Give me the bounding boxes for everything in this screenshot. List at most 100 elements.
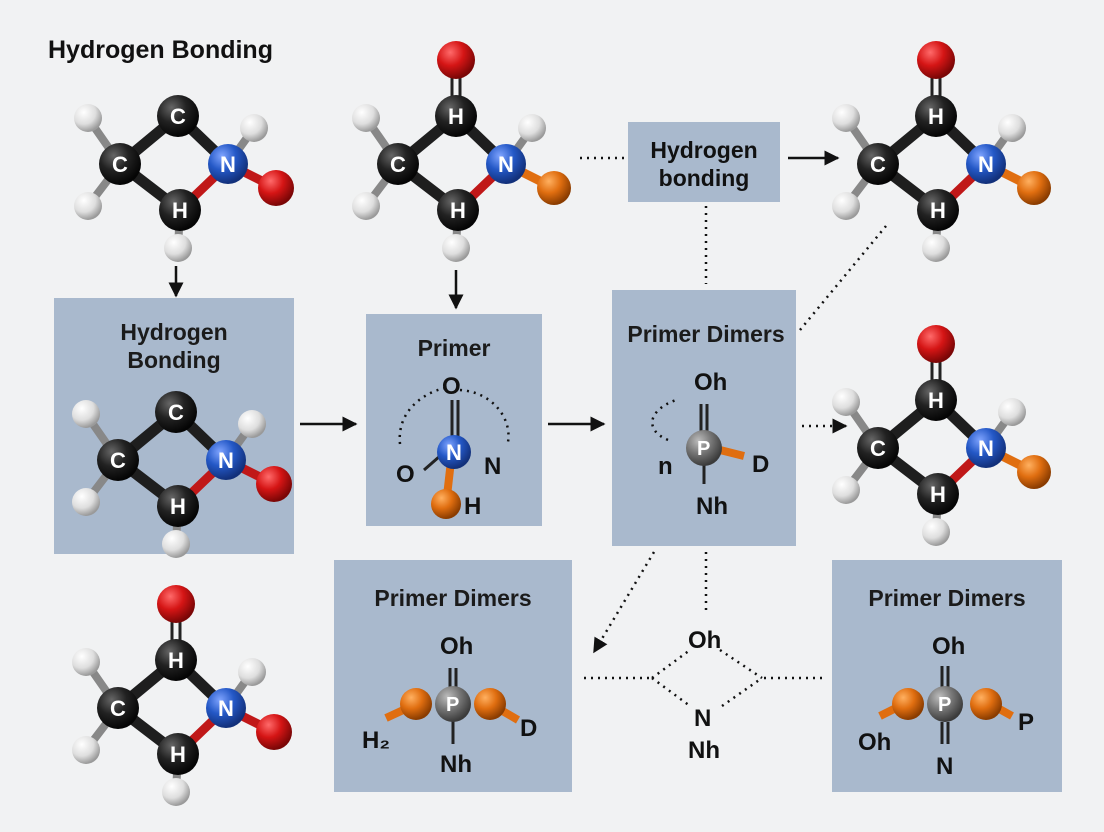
page-title: Hydrogen Bonding bbox=[48, 36, 273, 64]
nitrogen-atom-label: N bbox=[218, 696, 234, 721]
panel-dimers-bottom-right-title: Primer Dimers bbox=[868, 585, 1026, 611]
carbon-atom-label: C bbox=[110, 696, 126, 721]
dimer-bottom-left-structure bbox=[384, 668, 521, 744]
hydrogen-atom bbox=[922, 518, 950, 546]
panel-title-line1: Hydrogen bbox=[120, 319, 228, 345]
mid-n-label: N bbox=[694, 705, 712, 732]
panel-dimers-bottom-left-title: Primer Dimers bbox=[374, 585, 532, 611]
hydrogen-atom bbox=[998, 398, 1026, 426]
molecule-bottom-left: H C H N bbox=[72, 585, 292, 806]
hbond-box-line1: Hydrogen bbox=[650, 137, 758, 163]
hydrogen-center-atom-label: H bbox=[168, 648, 184, 673]
dimer-bl-p-label: P bbox=[446, 694, 460, 716]
primer-structure bbox=[423, 400, 471, 519]
hydrogen-center-atom bbox=[437, 189, 479, 231]
dimer-center-structure bbox=[686, 404, 745, 484]
hydrogen-atom bbox=[352, 104, 380, 132]
dimer-bl-left: H₂ bbox=[362, 727, 390, 754]
primer-top-o: O bbox=[442, 373, 461, 400]
hydrogen-atom bbox=[238, 410, 266, 438]
oxygen-atom bbox=[256, 714, 292, 750]
dimer-center-bottom: Nh bbox=[696, 493, 728, 520]
orange-atom bbox=[1017, 171, 1051, 205]
hydrogen-atom bbox=[352, 192, 380, 220]
nitrogen-atom bbox=[437, 435, 471, 469]
dimer-center-top: Oh bbox=[694, 369, 728, 396]
phosphorus-atom bbox=[435, 686, 471, 722]
oxygen-atom bbox=[917, 325, 955, 363]
hydrogen-center-atom bbox=[155, 639, 197, 681]
oxygen-atom bbox=[157, 585, 195, 623]
nitrogen-atom bbox=[966, 144, 1006, 184]
hydrogen-center-atom bbox=[159, 189, 201, 231]
hydrogen-center-atom bbox=[435, 95, 477, 137]
carbon-atom bbox=[155, 391, 197, 433]
dimer-bl-right: D bbox=[520, 715, 538, 742]
hydrogen-center-atom-label: H bbox=[450, 198, 466, 223]
phosphorus-atom bbox=[686, 430, 722, 466]
hydrogen-atom bbox=[442, 234, 470, 262]
hydrogen-atom bbox=[162, 778, 190, 806]
dimer-bottom-right-structure bbox=[878, 666, 1014, 744]
dimer-center-right: D bbox=[752, 451, 770, 478]
carbon-atom bbox=[857, 427, 899, 469]
oxygen-atom bbox=[917, 41, 955, 79]
orange-atom bbox=[1017, 455, 1051, 489]
hydrogen-atom bbox=[998, 114, 1026, 142]
mid-oh-label: Oh bbox=[688, 627, 722, 654]
hydrogen-center-atom-label: H bbox=[930, 482, 946, 507]
dimer-br-bottom: N bbox=[936, 753, 954, 780]
dimer-center-left: n bbox=[658, 453, 673, 480]
nitrogen-atom bbox=[206, 440, 246, 480]
dimer-br-left: Oh bbox=[858, 729, 892, 756]
carbon-atom-label: C bbox=[168, 400, 184, 425]
panel-primer-bg bbox=[366, 314, 542, 526]
carbon-atom bbox=[377, 143, 419, 185]
hbond-box-line2: bonding bbox=[658, 165, 750, 191]
hydrogen-atom bbox=[72, 648, 100, 676]
carbon-atom bbox=[157, 95, 199, 137]
panel-hydrogen-bonding-title: Hydrogen Bonding bbox=[54, 318, 294, 374]
hydrogen-atom bbox=[922, 234, 950, 262]
hydrogen-center-atom-label: H bbox=[928, 104, 944, 129]
carbon-atom-label: C bbox=[870, 152, 886, 177]
carbon-atom bbox=[99, 143, 141, 185]
hydrogen-atom bbox=[832, 104, 860, 132]
hydrogen-atom bbox=[162, 530, 190, 558]
dimer-center-p-label: P bbox=[697, 438, 711, 460]
dimer-br-right: P bbox=[1018, 709, 1035, 736]
carbon-atom-label: C bbox=[170, 104, 186, 129]
hydrogen-atom bbox=[238, 658, 266, 686]
hydrogen-atom bbox=[72, 736, 100, 764]
orange-atom bbox=[431, 489, 461, 519]
oxygen-atom bbox=[437, 41, 475, 79]
nitrogen-atom-label: N bbox=[498, 152, 514, 177]
nitrogen-atom bbox=[208, 144, 248, 184]
dimer-br-p-label: P bbox=[938, 694, 952, 716]
hydrogen-center-atom-label: H bbox=[448, 104, 464, 129]
hydrogen-center-atom-label: H bbox=[170, 494, 186, 519]
carbon-atom-label: C bbox=[110, 448, 126, 473]
nitrogen-atom bbox=[206, 688, 246, 728]
primer-n-atom-label: N bbox=[446, 440, 462, 465]
hydrogen-center-atom-label: H bbox=[170, 742, 186, 767]
hydrogen-atom bbox=[832, 388, 860, 416]
mid-nh-label: Nh bbox=[688, 737, 720, 764]
hydrogen-center-atom bbox=[157, 733, 199, 775]
hydrogen-center-atom-label: H bbox=[930, 198, 946, 223]
nitrogen-atom-label: N bbox=[978, 436, 994, 461]
carbon-atom-label: C bbox=[870, 436, 886, 461]
oxygen-atom bbox=[258, 170, 294, 206]
nitrogen-atom bbox=[966, 428, 1006, 468]
panel-dimers-bottom-left-bg bbox=[334, 560, 572, 792]
carbon-atom bbox=[97, 439, 139, 481]
hydrogen-atom bbox=[74, 192, 102, 220]
hydrogen-atom bbox=[164, 234, 192, 262]
phosphorus-atom bbox=[927, 686, 963, 722]
